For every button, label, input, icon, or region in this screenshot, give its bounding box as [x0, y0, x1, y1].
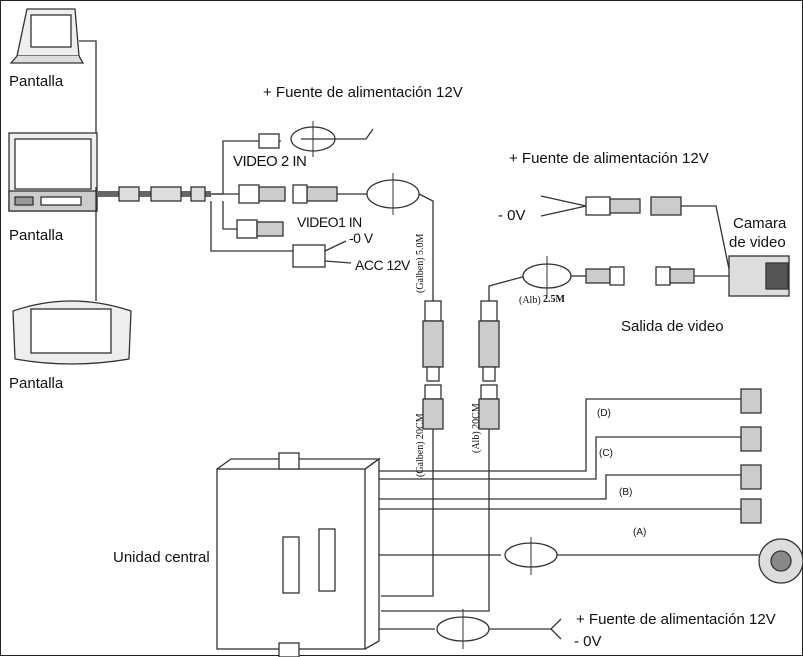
mirror-monitor-icon: [12, 300, 132, 365]
power-top-label: + Fuente de alimentación 12V: [263, 84, 463, 101]
camera-icon: [728, 255, 790, 297]
top-monitor-label: Pantalla: [9, 73, 64, 90]
camera-label-line2: de video: [729, 234, 786, 251]
camera-label-line1: Camara: [733, 215, 787, 232]
sensor-b-label: (B): [619, 487, 633, 498]
video2-in-label: VIDEO 2 IN: [233, 153, 307, 170]
video-output-label: Salida de video: [621, 318, 724, 335]
sensor-d-label: (D): [597, 408, 611, 419]
alb-long-cable-name: (Alb): [519, 295, 541, 306]
ground-label-small: -0 V: [349, 230, 373, 246]
central-unit-icon: [216, 452, 382, 657]
galben-long-cable-label: (Galben) 5.0M: [415, 233, 426, 293]
top-monitor-icon: [9, 8, 85, 64]
head-unit-label: Pantalla: [9, 227, 64, 244]
head-unit-icon: [8, 132, 98, 212]
sensor-a-label: (A): [633, 527, 647, 538]
central-unit-label: Unidad central: [113, 549, 210, 566]
galben-short-cable-label: (Galben) 20CM: [415, 413, 426, 477]
acc-label: ACC 12V: [355, 257, 410, 273]
power-camera-label: + Fuente de alimentación 12V: [509, 150, 709, 167]
video1-in-label: VIDEO1 IN: [297, 214, 362, 230]
ground-bottom-label: - 0V: [574, 633, 602, 650]
alb-long-cable-length: 2.5M: [543, 294, 565, 305]
alb-short-cable-label: (Alb) 20CM: [471, 403, 482, 453]
mirror-monitor-label: Pantalla: [9, 375, 64, 392]
power-bottom-label: + Fuente de alimentación 12V: [576, 611, 776, 628]
sensor-c-label: (C): [599, 448, 613, 459]
ground-camera-label: - 0V: [498, 207, 526, 224]
